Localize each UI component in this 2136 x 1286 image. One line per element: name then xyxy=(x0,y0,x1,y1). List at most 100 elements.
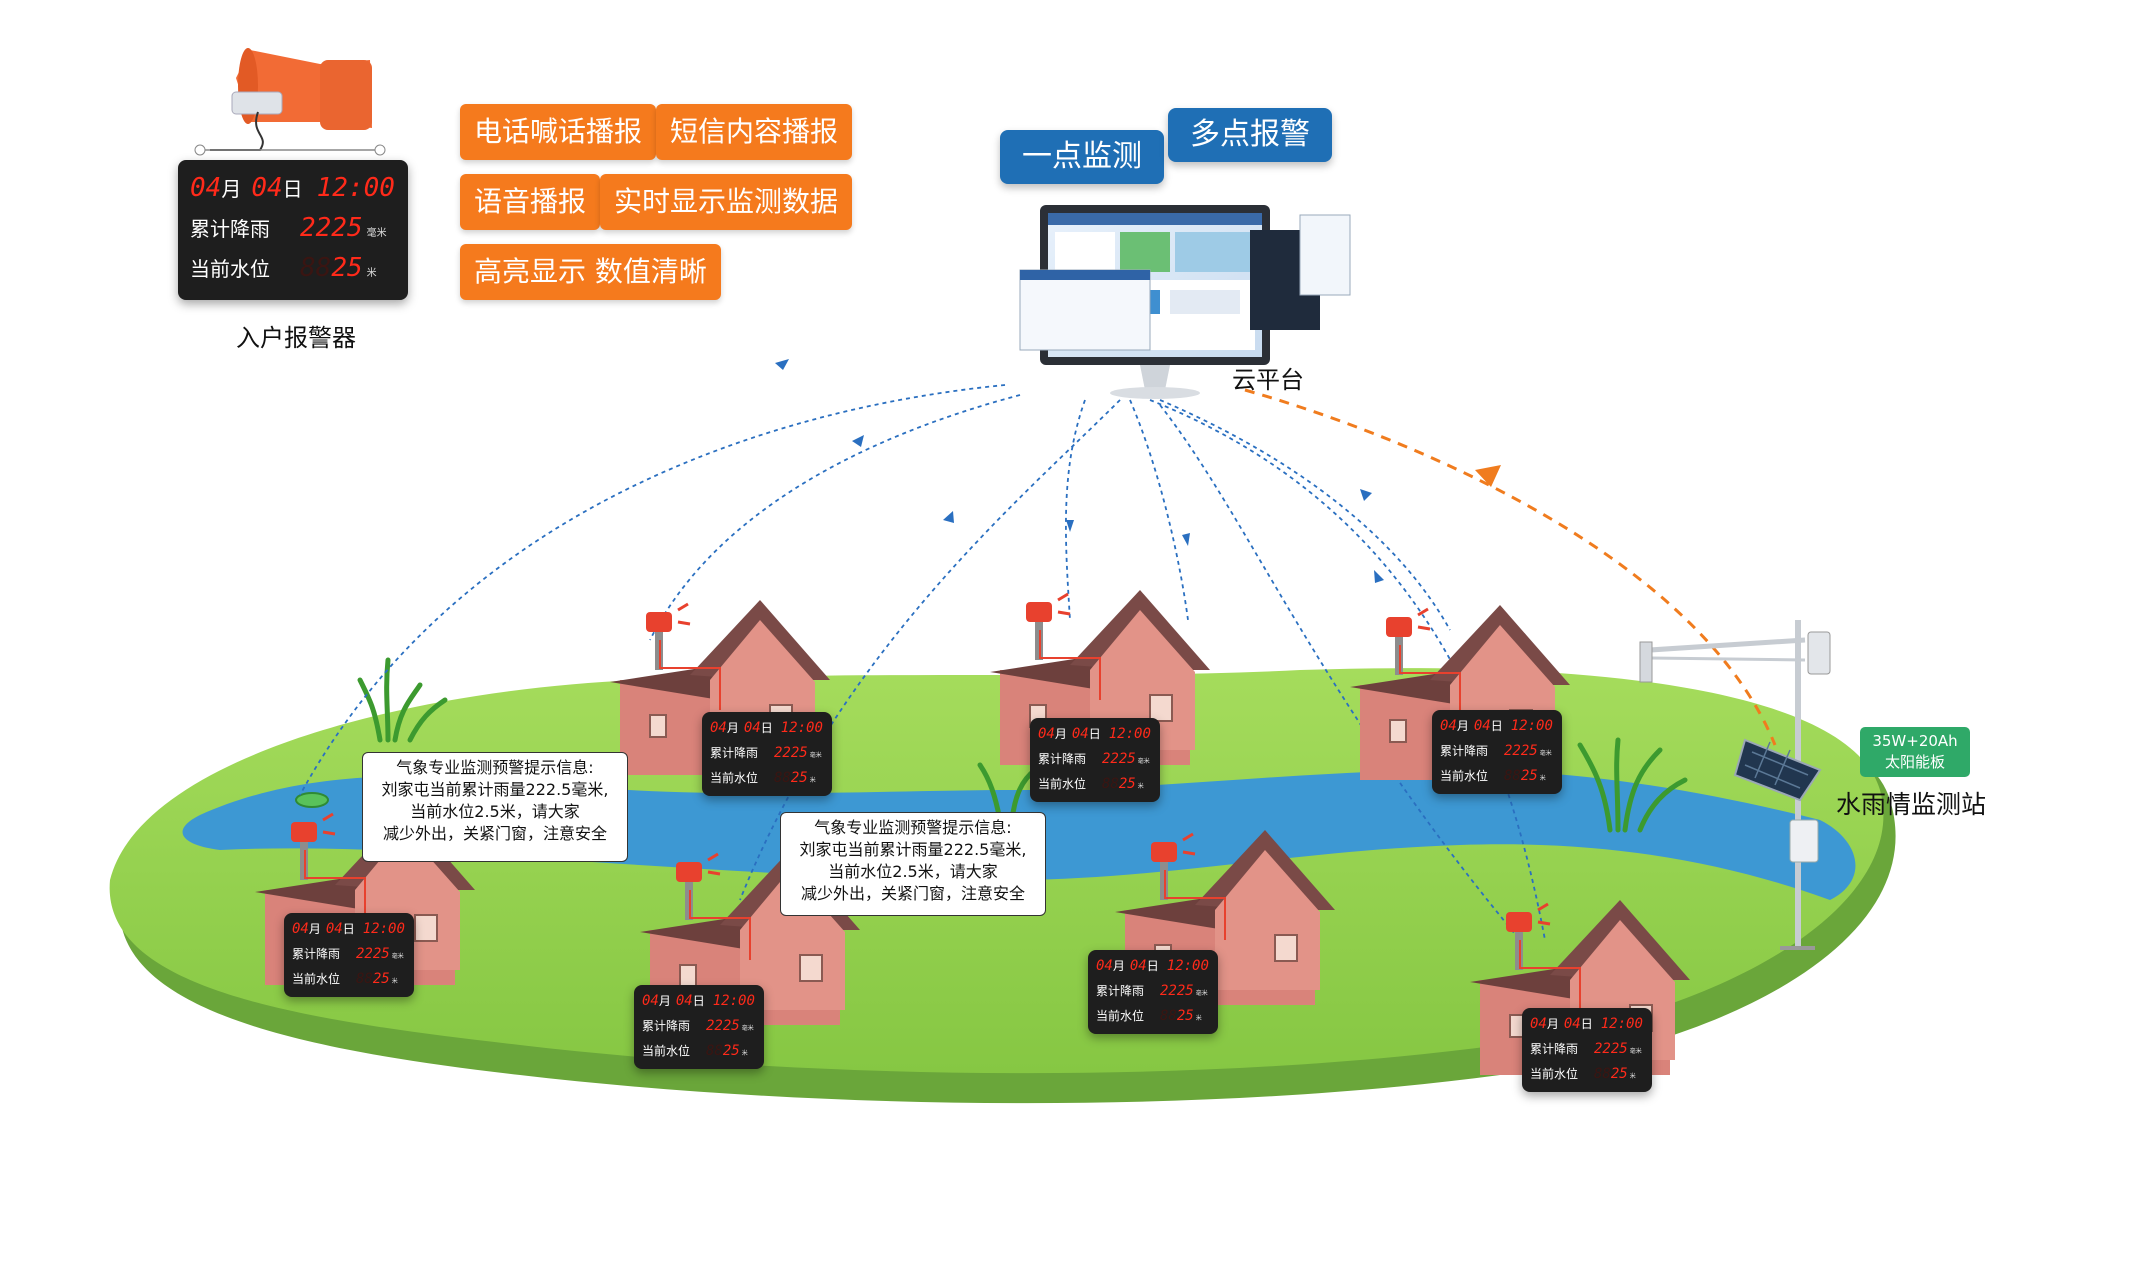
display-day-unit: 日 xyxy=(760,721,773,735)
display-rain-label: 累计降雨 xyxy=(710,746,759,760)
display-water-dim: 88 xyxy=(774,770,791,786)
display-rain-value: 2225 xyxy=(706,1018,740,1034)
display-day-unit: 日 xyxy=(342,922,355,936)
display-water-dim: 88 xyxy=(300,253,332,283)
warning-line: 当前水位2.5米，请大家 xyxy=(410,802,580,821)
display-rain-unit: 毫米 xyxy=(1137,758,1150,765)
display-water-unit: 米 xyxy=(1137,783,1144,790)
display-month-unit: 月 xyxy=(1456,719,1469,733)
display-month-value: 04 xyxy=(1038,726,1055,742)
display-date-row: 04 月 04 日 12:00 xyxy=(190,168,396,208)
display-rain-unit: 毫米 xyxy=(741,1025,754,1032)
display-water-label: 当前水位 xyxy=(1440,769,1489,783)
display-month-value: 04 xyxy=(710,720,727,736)
display-time: 12:00 xyxy=(1510,718,1553,734)
display-rain-label: 累计降雨 xyxy=(1096,984,1145,998)
display-rain-unit: 毫米 xyxy=(391,953,404,960)
display-month-unit: 月 xyxy=(658,994,671,1008)
display-rain-unit: 毫米 xyxy=(1195,990,1208,997)
display-month-unit: 月 xyxy=(308,922,321,936)
display-time: 12:00 xyxy=(712,993,755,1009)
display-water-value: 25 xyxy=(1176,1008,1194,1024)
display-day-unit: 日 xyxy=(282,177,303,201)
display-month-unit: 月 xyxy=(1546,1017,1559,1031)
display-day-unit: 日 xyxy=(1580,1017,1593,1031)
display-month-unit: 月 xyxy=(1112,959,1125,973)
downlinks xyxy=(299,384,1546,941)
display-water-unit: 米 xyxy=(1629,1073,1636,1080)
display-rain-unit: 毫米 xyxy=(366,228,387,239)
display-day-value: 04 xyxy=(325,921,343,937)
water-level-sensor xyxy=(295,792,329,808)
warning-callout: 气象专业监测预警提示信息: 刘家屯当前累计雨量222.5毫米, 当前水位2.5米… xyxy=(362,752,628,862)
display-water-value: 25 xyxy=(1118,776,1136,792)
display-rain-value: 2225 xyxy=(1504,743,1538,759)
display-month-value: 04 xyxy=(190,173,222,203)
warning-callout: 气象专业监测预警提示信息: 刘家屯当前累计雨量222.5毫米, 当前水位2.5米… xyxy=(780,812,1046,916)
display-water-unit: 米 xyxy=(1195,1015,1202,1022)
display-water-dim: 88 xyxy=(356,971,373,987)
solar-badge: 35W+20Ah 太阳能板 xyxy=(1860,727,1970,777)
display-rain-value: 2225 xyxy=(1102,751,1136,767)
display-water-value: 25 xyxy=(331,253,363,283)
display-water-value: 25 xyxy=(1610,1066,1628,1082)
display-day-value: 04 xyxy=(675,993,693,1009)
house xyxy=(990,590,1210,765)
display-time: 12:00 xyxy=(1166,958,1209,974)
display-rain-value: 2225 xyxy=(356,946,390,962)
alarm-caption: 入户报警器 xyxy=(236,324,356,352)
display-rain-label: 累计降雨 xyxy=(190,217,270,241)
display-time: 12:00 xyxy=(1600,1016,1643,1032)
display-time: 12:00 xyxy=(1108,726,1151,742)
display-water-unit: 米 xyxy=(1539,775,1546,782)
display-rain-label: 累计降雨 xyxy=(1530,1042,1579,1056)
badge-single-monitoring: 一点监测 xyxy=(1000,130,1164,184)
display-rain-row: 累计降雨 2225 毫米 xyxy=(190,208,396,248)
display-day-value: 04 xyxy=(1473,718,1491,734)
display-water-unit: 米 xyxy=(366,268,377,279)
display-day-value: 04 xyxy=(1071,726,1089,742)
display-water-value: 25 xyxy=(372,971,390,987)
display-day-value: 04 xyxy=(743,720,761,736)
display-rain-unit: 毫米 xyxy=(1629,1048,1642,1055)
badge-multi-alarm: 多点报警 xyxy=(1168,108,1332,162)
display-month-value: 04 xyxy=(642,993,659,1009)
feature-phone-broadcast: 电话喊话播报 xyxy=(460,104,657,160)
display-time: 12:00 xyxy=(316,173,395,203)
display-water-label: 当前水位 xyxy=(710,771,759,785)
display-rain-value: 2225 xyxy=(300,213,363,243)
warning-line: 减少外出，关紧门窗，注意安全 xyxy=(800,884,1025,903)
display-water-row: 当前水位 88 25 米 xyxy=(190,248,396,288)
warning-line: 减少外出，关紧门窗，注意安全 xyxy=(382,824,607,843)
solar-badge-spec: 35W+20Ah xyxy=(1872,732,1958,750)
display-water-dim: 88 xyxy=(1102,776,1119,792)
display-rain-value: 2225 xyxy=(1594,1041,1628,1057)
display-day-value: 04 xyxy=(1129,958,1147,974)
solar-badge-label: 太阳能板 xyxy=(1884,753,1945,771)
display-rain-label: 累计降雨 xyxy=(1038,752,1087,766)
display-water-value: 25 xyxy=(722,1043,740,1059)
feature-voice-broadcast: 语音播报 xyxy=(460,174,601,230)
display-rain-value: 2225 xyxy=(774,745,808,761)
warning-line: 当前水位2.5米，请大家 xyxy=(828,862,998,881)
display-day-unit: 日 xyxy=(692,994,705,1008)
display-water-label: 当前水位 xyxy=(642,1044,691,1058)
display-water-label: 当前水位 xyxy=(1530,1067,1579,1081)
